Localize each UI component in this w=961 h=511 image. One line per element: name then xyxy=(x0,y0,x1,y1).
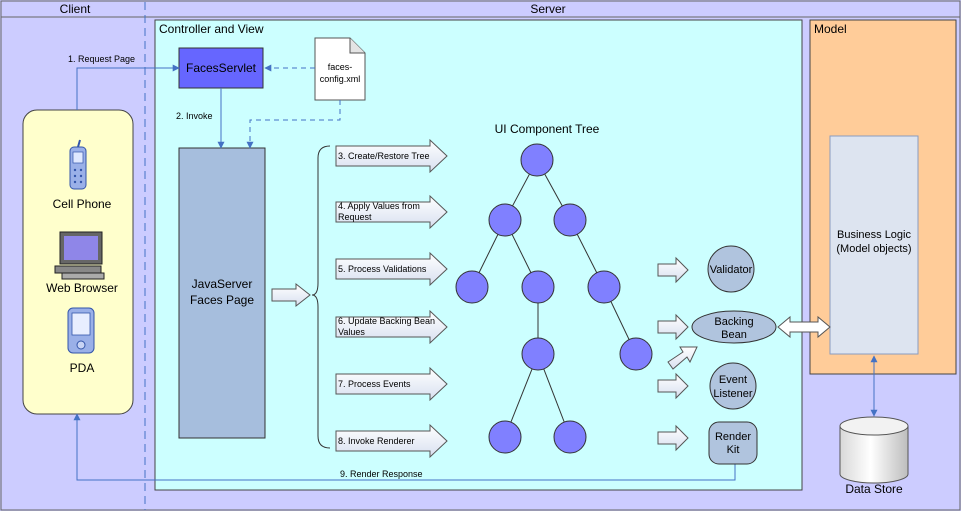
lifecycle-step-label: 5. Process Validations xyxy=(338,264,427,274)
faces-servlet-label: FacesServlet xyxy=(186,61,257,75)
lifecycle-step-arrow xyxy=(335,251,448,287)
web-browser-icon xyxy=(54,231,105,280)
lifecycle-step-label: 3. Create/Restore Tree xyxy=(338,151,430,161)
business-logic-label-1: Business Logic xyxy=(837,229,911,241)
tree-node xyxy=(587,270,621,304)
model-title: Model xyxy=(814,22,847,36)
lifecycle-step-label: 8. Invoke Renderer xyxy=(338,436,415,446)
lifecycle-step-label: 4. Apply Values from xyxy=(338,201,420,211)
lifecycle-step-arrow xyxy=(335,366,448,402)
lifecycle-step-arrow xyxy=(335,194,448,230)
event-listener-node xyxy=(709,362,757,410)
business-logic-label-2: (Model objects) xyxy=(836,243,911,255)
backing-bean-node xyxy=(691,310,777,344)
tree-node xyxy=(488,420,522,454)
faces-config-label-1: faces- xyxy=(328,62,353,72)
invoke-label: 2. Invoke xyxy=(176,111,213,121)
config-to-page-arrow xyxy=(246,100,341,149)
tree-node xyxy=(521,270,555,304)
render-response-arrow xyxy=(73,413,736,481)
tree-node xyxy=(521,337,555,371)
event-listener-label-2: Listener xyxy=(713,388,752,400)
render-kit-label-1: Render xyxy=(715,431,751,443)
jsf-page-label-1: JavaServer xyxy=(192,277,253,291)
to-validator-arrow xyxy=(657,256,689,284)
validator-node xyxy=(707,245,755,293)
data-store-label: Data Store xyxy=(845,482,903,496)
client-section-title: Client xyxy=(60,2,91,16)
to-backing-bean-arrow xyxy=(657,313,689,341)
business-logic-box xyxy=(829,135,919,355)
lifecycle-step-arrow xyxy=(335,423,448,459)
event-listener-label-1: Event xyxy=(719,374,747,386)
validator-label: Validator xyxy=(710,264,753,276)
tree-title: UI Component Tree xyxy=(495,122,600,136)
bean-model-double-arrow xyxy=(777,315,831,339)
pda-label: PDA xyxy=(70,361,95,375)
tree-nodes xyxy=(455,143,653,454)
to-event-listener-arrow xyxy=(657,372,689,400)
faces-config-document-icon xyxy=(314,37,366,101)
page-to-lifecycle-block-arrow xyxy=(271,282,311,308)
backing-bean-label-2: Bean xyxy=(721,329,747,341)
render-kit-label-2: Kit xyxy=(727,444,740,456)
server-section-title: Server xyxy=(530,2,565,16)
backing-bean-label-1: Backing xyxy=(714,316,753,328)
request-page-arrow xyxy=(76,64,180,110)
helper-block-arrows xyxy=(657,256,698,452)
lifecycle-step-label: Values xyxy=(338,327,365,337)
tree-node xyxy=(619,337,653,371)
lifecycle-step-label: 6. Update Backing Bean xyxy=(338,316,435,326)
tree-to-backing-bean-arrow xyxy=(667,346,698,370)
lifecycle-step-label: 7. Process Events xyxy=(338,379,411,389)
tree-node xyxy=(455,270,489,304)
faces-config-label-2: config.xml xyxy=(320,74,361,84)
tree-node xyxy=(553,420,587,454)
cell-phone-icon xyxy=(69,139,87,190)
lifecycle-step-label: Request xyxy=(338,212,372,222)
to-render-kit-arrow xyxy=(657,424,689,452)
lifecycle-step-arrow xyxy=(335,309,448,345)
tree-node xyxy=(520,143,554,177)
data-store-cylinder-icon xyxy=(839,416,909,484)
tree-node xyxy=(488,203,522,237)
web-browser-label: Web Browser xyxy=(46,281,118,295)
lifecycle-steps: 3. Create/Restore Tree 4. Apply Values fr… xyxy=(335,138,448,459)
controller-view-title: Controller and View xyxy=(159,22,264,36)
request-page-label: 1. Request Page xyxy=(68,54,135,64)
render-kit-node xyxy=(708,421,758,465)
jsf-page-label-2: Faces Page xyxy=(190,293,254,307)
lifecycle-brace xyxy=(311,145,331,449)
pda-icon xyxy=(67,307,95,354)
cell-phone-label: Cell Phone xyxy=(53,197,112,211)
tree-node xyxy=(553,203,587,237)
render-response-label: 9. Render Response xyxy=(340,469,423,479)
lifecycle-step-arrow xyxy=(335,138,448,174)
